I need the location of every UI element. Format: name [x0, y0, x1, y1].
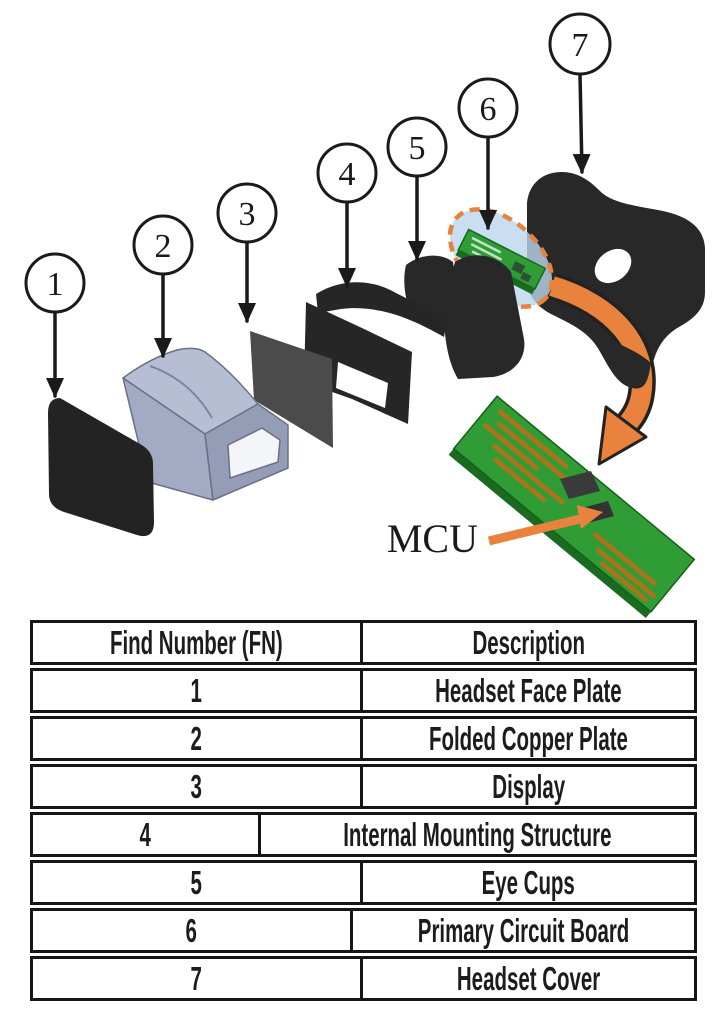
callout-2: 2: [132, 214, 194, 358]
mcu-arrow: [487, 513, 586, 546]
table-row: 2 Folded Copper Plate: [30, 716, 697, 761]
callout-4: 4: [316, 142, 378, 288]
fn-cell: 3: [190, 768, 203, 805]
fn-cell: 2: [190, 720, 203, 757]
description-cell: Internal Mounting Structure: [343, 816, 612, 853]
part-display: [250, 331, 333, 448]
header-cell-description: Description: [363, 623, 694, 662]
callout-3: 3: [216, 182, 278, 323]
callout-circle-4: [316, 142, 378, 204]
parts-table: Find Number (FN) Description 1 Headset F…: [30, 620, 697, 1004]
description-cell: Display: [492, 768, 565, 805]
description-cell: Headset Face Plate: [435, 672, 622, 709]
table-row: 6 Primary Circuit Board: [30, 908, 697, 953]
table-row: 3 Display: [30, 764, 697, 809]
svg-text:2: 2: [155, 228, 172, 265]
callout-6: 6: [457, 77, 519, 230]
pcb-chip: [560, 471, 600, 499]
fn-cell: 1: [190, 672, 203, 709]
svg-text:7: 7: [572, 27, 589, 64]
svg-text:3: 3: [239, 196, 256, 233]
table-row: 4 Internal Mounting Structure: [30, 812, 697, 857]
fn-cell: 7: [190, 960, 203, 997]
callout-circle-7: [548, 12, 612, 76]
description-cell: Folded Copper Plate: [429, 720, 628, 757]
part-headset-cover: [527, 172, 705, 389]
svg-text:1: 1: [47, 266, 64, 303]
svg-text:4: 4: [339, 156, 356, 193]
callout-5: 5: [386, 116, 448, 261]
table-header-row: Find Number (FN) Description: [30, 620, 697, 665]
callout-circle-6: [457, 77, 519, 139]
fn-cell: 4: [139, 816, 152, 853]
svg-text:6: 6: [480, 91, 497, 128]
part-headset-face-plate: [48, 398, 154, 537]
fn-cell: 6: [185, 912, 198, 949]
header-description-label: Description: [472, 624, 585, 661]
callouts: 1 2 3 4 5: [24, 12, 612, 398]
callout-circle-5: [386, 116, 448, 178]
description-cell: Eye Cups: [481, 864, 576, 901]
table-row: 7 Headset Cover: [30, 956, 697, 1001]
table-row: 1 Headset Face Plate: [30, 668, 697, 713]
mcu-arrowhead: [577, 505, 603, 529]
description-cell: Headset Cover: [456, 960, 601, 997]
pcb-traces: [483, 409, 657, 603]
callout-circle-3: [216, 182, 278, 244]
header-cell-fn: Find Number (FN): [33, 623, 363, 662]
main-pcb: [448, 395, 696, 618]
header-fn-label: Find Number (FN): [110, 624, 283, 661]
callout-1: 1: [24, 252, 86, 398]
mcu-annotation: MCU: [387, 505, 603, 561]
exploded-view-diagram: MCU 1 2 3 4: [24, 12, 705, 618]
fn-cell: 5: [190, 864, 203, 901]
callout-7: 7: [548, 12, 612, 174]
cover-eye-hole: [594, 248, 632, 284]
callout-circle-1: [24, 252, 86, 314]
leader-line-7: [572, 72, 591, 174]
table-row: 5 Eye Cups: [30, 860, 697, 905]
svg-text:5: 5: [409, 130, 426, 167]
blowout-arrowhead: [597, 405, 648, 466]
mcu-label: MCU: [387, 516, 478, 561]
part-internal-mounting-structure: [304, 282, 447, 424]
description-cell: Primary Circuit Board: [417, 912, 630, 949]
part-eye-cups: [404, 255, 525, 379]
cover-lower-lobe: [601, 334, 651, 389]
callout-circle-2: [132, 214, 194, 276]
